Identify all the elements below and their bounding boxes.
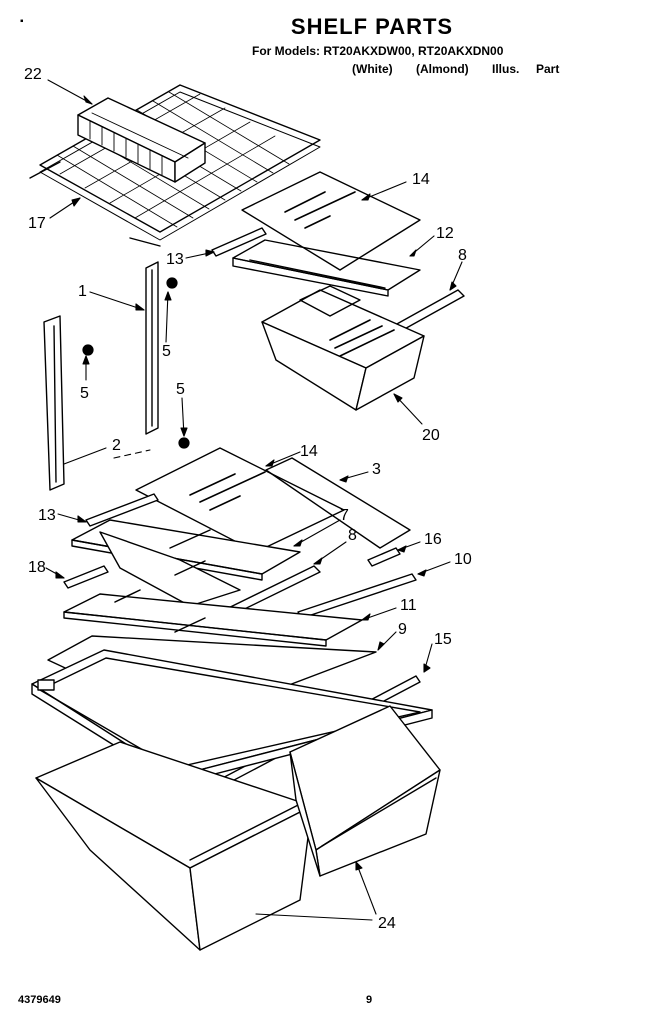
callout-11: 11 [400, 597, 417, 614]
shelf-trim-18 [63, 565, 109, 589]
crisper-drawer-upper [261, 285, 425, 411]
callout-1: 1 [78, 283, 87, 300]
corner-mark: ▪ [20, 16, 24, 27]
callout-15: 15 [434, 631, 452, 648]
callout-13-upper: 13 [166, 251, 184, 268]
callout-16: 16 [424, 531, 442, 548]
crisper-drawer-left [35, 741, 313, 951]
crisper-drawer-right [289, 705, 441, 877]
shelf-trim-16 [367, 547, 401, 567]
glass-shelf-upper [241, 171, 421, 271]
callout-5-left: 5 [80, 385, 89, 402]
screws [82, 277, 190, 449]
callout-10: 10 [454, 551, 472, 568]
callout-14-main: 14 [300, 443, 318, 460]
shelf-support-1 [145, 261, 159, 435]
callout-7: 7 [340, 507, 349, 524]
callout-17: 17 [28, 215, 46, 232]
callout-20: 20 [422, 427, 440, 444]
callout-24: 24 [378, 915, 396, 932]
shelf-trim-13-upper [211, 227, 267, 257]
variant-white: (White) [352, 62, 393, 76]
callout-3: 3 [372, 461, 381, 478]
callout-labels: 22 17 14 12 13 8 1 5 5 5 20 2 14 3 13 7 … [24, 66, 472, 932]
callout-14-upper: 14 [412, 171, 430, 188]
callout-5-upper: 5 [162, 343, 171, 360]
page-title: SHELF PARTS [290, 14, 454, 39]
models-line: For Models: RT20AKXDW00, RT20AKXDN00 [252, 44, 504, 58]
callout-22: 22 [24, 66, 42, 83]
ice-tray [77, 97, 206, 183]
callout-8-main: 8 [348, 527, 357, 544]
glass-shelf-3 [265, 457, 411, 549]
callout-2: 2 [112, 437, 121, 454]
variant-almond: (Almond) [416, 62, 469, 76]
shelf-frame-7 [71, 519, 301, 607]
shelf-trim-13-main [85, 493, 159, 527]
document-number: 4379649 [18, 994, 61, 1006]
column-illus: Illus. [492, 62, 520, 76]
column-part: Part [536, 62, 560, 76]
callout-5-lower: 5 [176, 381, 185, 398]
callout-9: 9 [398, 621, 407, 638]
shelf-trim-10 [297, 573, 417, 619]
shelf-support-2 [43, 315, 65, 491]
leader-lines [45, 79, 463, 921]
glass-shelf-main [135, 447, 345, 553]
callout-18: 18 [28, 559, 46, 576]
callout-8-upper: 8 [458, 247, 467, 264]
callout-13-main: 13 [38, 507, 56, 524]
page-number: 9 [366, 994, 373, 1006]
shelf-frame-upper [232, 239, 421, 297]
callout-12: 12 [436, 225, 454, 242]
